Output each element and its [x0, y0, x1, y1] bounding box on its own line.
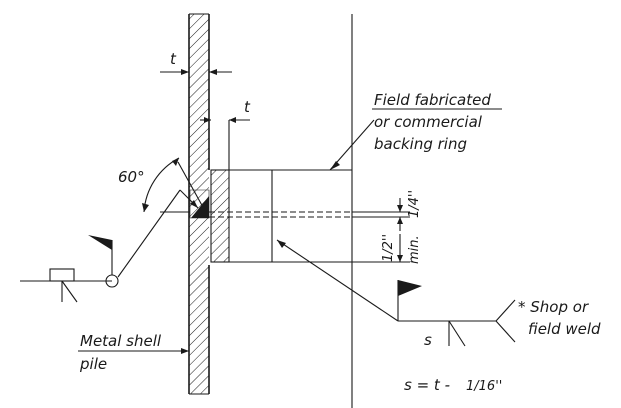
formula-lhs: s = t -	[404, 376, 450, 394]
dim-ring-thickness	[200, 117, 250, 170]
thickness-ring-label: t	[244, 98, 251, 116]
gap-half-label: 1/2''	[381, 234, 396, 262]
formula-fraction: 1/16''	[466, 379, 502, 394]
pile-label-arrowhead	[181, 348, 189, 354]
ring-label-line2: or commercial	[374, 113, 483, 131]
weld-size-label: s	[424, 331, 432, 349]
pile-label-line2: pile	[79, 355, 107, 373]
gap-min-label: min.	[407, 235, 422, 264]
dim-quarter	[397, 198, 403, 262]
angle-60-dim	[142, 157, 210, 219]
right-weld-symbol	[276, 239, 516, 347]
shop-weld-line2: field weld	[528, 320, 601, 338]
field-weld-bead	[191, 196, 209, 218]
shop-weld-line1: * Shop or	[518, 298, 589, 316]
pile-wall	[188, 13, 210, 395]
ring-label-line1: Field fabricated	[374, 91, 491, 109]
backing-ring	[210, 169, 352, 263]
dim-pile-thickness	[160, 69, 232, 75]
left-weld-symbol	[20, 189, 199, 303]
angle-label: 60°	[118, 168, 145, 186]
gap-quarter-label: 1/4''	[407, 190, 422, 218]
thickness-top-label: t	[170, 50, 177, 68]
backing-ring-leader	[329, 119, 375, 171]
pile-label-line1: Metal shell	[80, 332, 162, 350]
ring-label-line3: backing ring	[374, 135, 467, 153]
